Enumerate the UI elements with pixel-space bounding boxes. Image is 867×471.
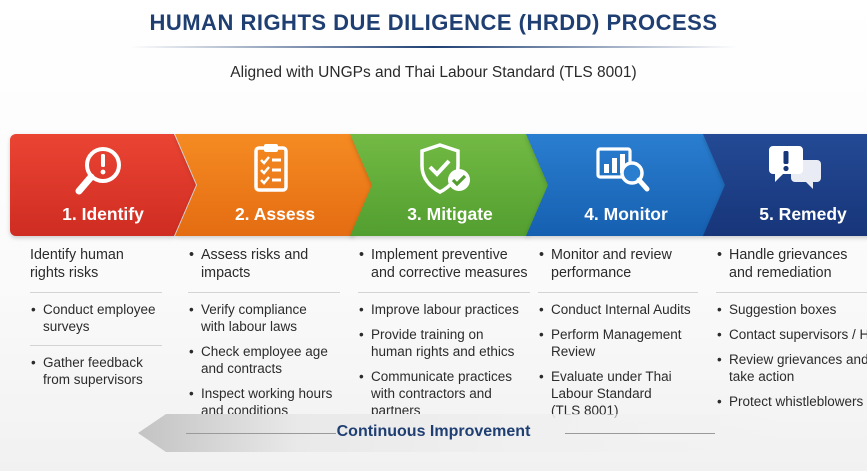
list-item: Gather feedback from supervisors — [30, 354, 162, 388]
shield-check-icon — [414, 142, 474, 196]
list-item: Evaluate under Thai Labour Standard (TLS… — [538, 368, 698, 419]
list-item-line: surveys — [43, 319, 90, 334]
divider — [30, 345, 162, 346]
list-item-line: Protect whistleblowers — [729, 394, 864, 409]
divider — [188, 292, 340, 293]
list-item: Provide training on human rights and eth… — [358, 326, 530, 360]
list-item-line: Check employee age — [201, 344, 328, 359]
details-assess: Assess risks and impacts Verify complian… — [188, 246, 340, 427]
monitor-lead-line: performance — [551, 265, 632, 281]
list-item-line: Contact supervisors / HR — [729, 327, 867, 342]
list-item: Review grievances and take action — [716, 351, 867, 385]
list-item-line: with labour laws — [201, 319, 298, 334]
list-item: Inspect working hours and conditions — [188, 385, 340, 419]
divider — [538, 292, 698, 293]
list-item-line: with contractors and — [371, 386, 492, 401]
list-item-line: Labour Standard — [551, 386, 652, 401]
remedy-lead-line: Handle grievances — [729, 247, 848, 263]
list-item-line: take action — [729, 369, 795, 384]
stage-identify: 1. Identify — [10, 134, 196, 236]
assess-lead: Assess risks and impacts — [188, 246, 340, 282]
details-identify: Identify human rights risks Conduct empl… — [30, 246, 162, 396]
assess-lead-line: Assess risks and — [201, 247, 309, 263]
details-monitor: Monitor and review performance Conduct I… — [538, 246, 698, 427]
list-item-line: Evaluate under Thai — [551, 369, 672, 384]
list-item-line: Suggestion boxes — [729, 302, 837, 317]
stage-monitor: 4. Monitor — [526, 134, 726, 236]
divider — [358, 292, 530, 293]
page-subtitle: Aligned with UNGPs and Thai Labour Stand… — [230, 64, 637, 81]
chat-alert-icon — [765, 142, 825, 196]
page-title: HUMAN RIGHTS DUE DILIGENCE (HRDD) PROCES… — [149, 10, 718, 35]
remedy-lead: Handle grievances and remediation — [716, 246, 867, 282]
list-item: Conduct Internal Audits — [538, 301, 698, 318]
continuous-improvement-label: Continuous Improvement — [336, 423, 531, 440]
identify-lead-line: Identify human — [30, 247, 124, 263]
stage-remedy: 5. Remedy — [703, 134, 867, 236]
list-item-line: Verify compliance — [201, 302, 307, 317]
list-item-line: from supervisors — [43, 372, 143, 387]
stage-label-identify: 1. Identify — [62, 204, 144, 224]
list-item-line: Inspect working hours — [201, 386, 333, 401]
mitigate-lead: Implement preventive and corrective meas… — [358, 246, 530, 282]
list-item: Verify compliance with labour laws — [188, 301, 340, 335]
title-underline — [130, 46, 737, 48]
stage-label-assess: 2. Assess — [234, 204, 316, 224]
alert-magnifier-icon — [70, 142, 130, 196]
chart-magnifier-icon — [592, 142, 652, 196]
list-item: Conduct employee surveys — [30, 301, 162, 335]
checklist-icon — [241, 142, 301, 196]
list-item: Improve labour practices — [358, 301, 530, 318]
list-item-line: human rights and ethics — [371, 344, 515, 359]
chevron-monitor — [526, 134, 726, 236]
decorative-line — [186, 433, 336, 434]
list-item: Protect whistleblowers — [716, 393, 867, 410]
list-item-line: Improve labour practices — [371, 302, 519, 317]
details-mitigate: Implement preventive and corrective meas… — [358, 246, 530, 427]
mitigate-lead-line: Implement preventive — [371, 247, 508, 263]
list-item-line: Gather feedback — [43, 355, 143, 370]
monitor-lead: Monitor and review performance — [538, 246, 698, 282]
list-item-line: Perform Management — [551, 327, 682, 342]
stage-mitigate: 3. Mitigate — [350, 134, 550, 236]
list-item: Communicate practices with contractors a… — [358, 368, 530, 419]
stage-assess: 2. Assess — [175, 134, 375, 236]
list-item-line: Conduct Internal Audits — [551, 302, 691, 317]
details-remedy: Handle grievances and remediation Sugges… — [716, 246, 867, 418]
list-item-line: Review — [551, 344, 596, 359]
stage-label-remedy: 5. Remedy — [759, 204, 847, 224]
list-item: Check employee age and contracts — [188, 343, 340, 377]
mitigate-lead-line: and corrective measures — [371, 265, 528, 281]
list-item-line: and contracts — [201, 361, 283, 376]
list-item: Perform Management Review — [538, 326, 698, 360]
list-item-line: Review grievances and — [729, 352, 867, 367]
remedy-lead-line: and remediation — [729, 265, 832, 281]
list-item-line: Conduct employee — [43, 302, 156, 317]
stage-label-monitor: 4. Monitor — [584, 204, 668, 224]
monitor-lead-line: Monitor and review — [551, 247, 672, 263]
divider — [30, 292, 162, 293]
assess-lead-line: impacts — [201, 265, 251, 281]
list-item: Suggestion boxes — [716, 301, 867, 318]
identify-lead-line: rights risks — [30, 265, 99, 281]
stage-label-mitigate: 3. Mitigate — [407, 204, 493, 224]
divider — [716, 292, 867, 293]
decorative-line — [565, 433, 715, 434]
list-item-line: Provide training on — [371, 327, 484, 342]
identify-lead: Identify human rights risks — [30, 246, 162, 282]
list-item-line: Communicate practices — [371, 369, 513, 384]
list-item: Contact supervisors / HR — [716, 326, 867, 343]
